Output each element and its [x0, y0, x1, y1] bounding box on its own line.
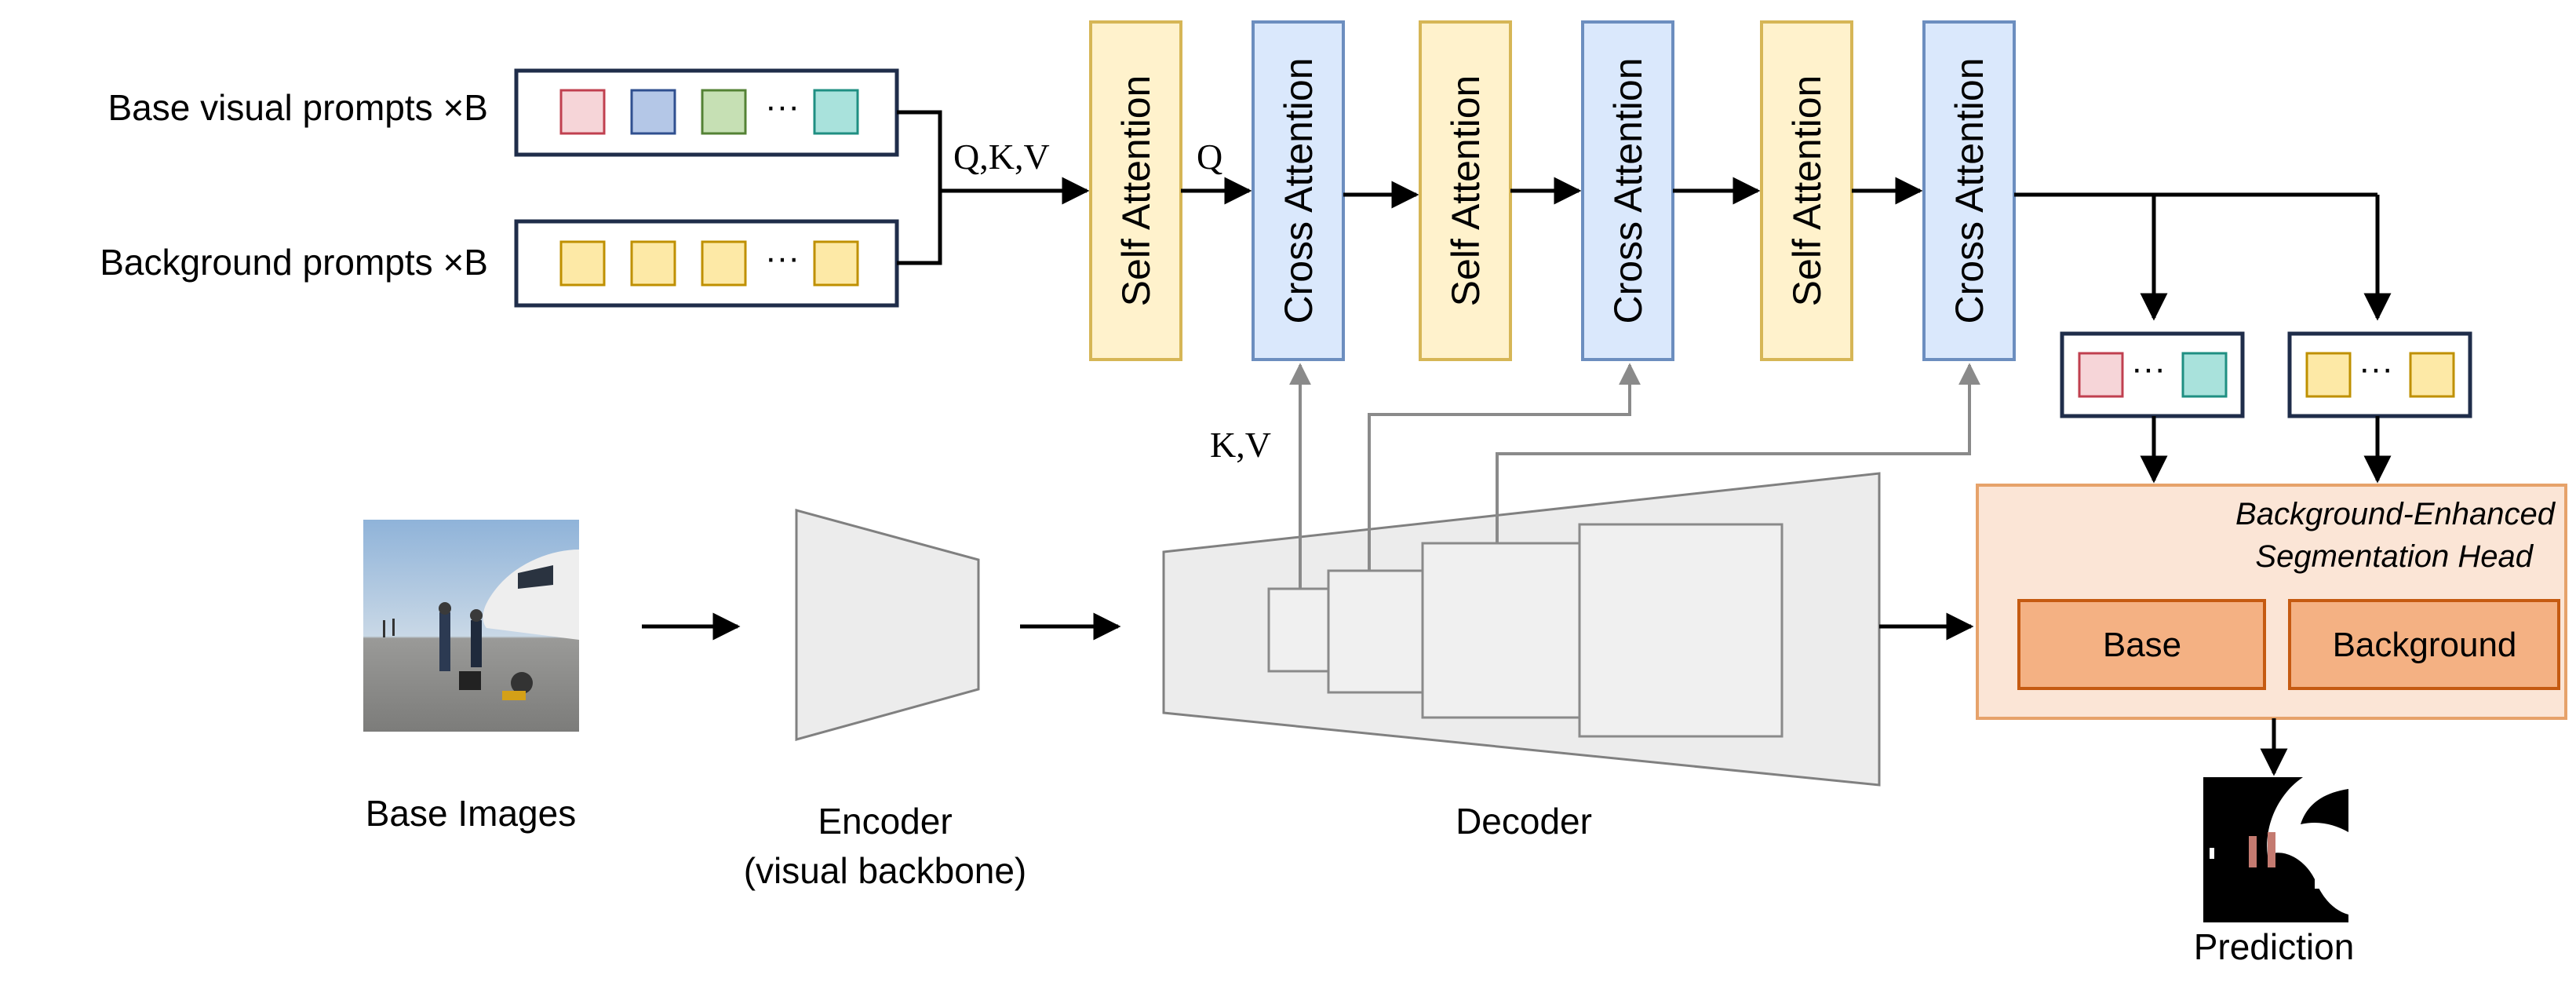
base-prompt-red	[559, 89, 606, 135]
cross-attention-label-3: Cross Attention	[1947, 57, 1991, 323]
head-background-box	[2288, 599, 2560, 690]
decoder-stage-2	[1327, 569, 1426, 694]
self-attention-block-1	[1089, 20, 1182, 361]
base-prompt-teal	[813, 89, 859, 135]
qkv-label: Q,K,V	[953, 137, 1050, 177]
bg-prompt-2	[630, 240, 676, 287]
head-base-label: Base	[2103, 626, 2181, 664]
base-output-ellipsis: ···	[2131, 349, 2166, 388]
cross-attention-label-2: Cross Attention	[1606, 57, 1650, 323]
base-output-red	[2078, 352, 2124, 398]
encoder-label: Encoder	[818, 801, 952, 842]
base-prompts-ellipsis: ···	[765, 87, 800, 126]
cross-attention-label-1: Cross Attention	[1277, 57, 1321, 323]
cross-attention-block-3	[1922, 20, 2016, 361]
base-prompts-label: Base visual prompts ×B	[107, 87, 488, 128]
bg-prompt-4	[813, 240, 859, 287]
decoder-label: Decoder	[1456, 801, 1592, 842]
decoder-stage-3	[1421, 542, 1581, 719]
head-base-box	[2017, 599, 2266, 690]
self-attention-label-2: Self Attention	[1444, 75, 1488, 307]
base-image	[363, 520, 579, 732]
bg-output-ellipsis: ···	[2359, 349, 2393, 388]
cross-attention-block-1	[1252, 20, 1345, 361]
bg-output-1	[2305, 352, 2352, 398]
kv-arrow-2	[1368, 363, 1641, 571]
bg-prompts-ellipsis: ···	[765, 239, 800, 277]
kv-label: K,V	[1210, 425, 1271, 465]
base-prompt-blue	[630, 89, 676, 135]
background-prompts-label: Background prompts ×B	[100, 242, 488, 283]
decoder-stage-1	[1267, 587, 1333, 673]
head-title-line1: Background-Enhanced	[2235, 497, 2556, 531]
encoder-sublabel: (visual backbone)	[744, 850, 1027, 891]
bg-prompt-3	[701, 240, 747, 287]
base-images-label: Base Images	[366, 793, 576, 834]
self-attention-block-3	[1760, 20, 1853, 361]
base-output-teal	[2181, 352, 2228, 398]
cross-attention-block-2	[1581, 20, 1674, 361]
self-attention-label-3: Self Attention	[1785, 75, 1829, 307]
q-label: Q	[1197, 137, 1222, 177]
prompt-join-bracket	[897, 110, 942, 265]
bg-prompt-1	[559, 240, 606, 287]
decoder-stage-4	[1578, 523, 1784, 738]
head-background-label: Background	[2333, 626, 2517, 664]
kv-arrow-3	[1496, 363, 1980, 543]
self-attention-block-2	[1419, 20, 1512, 361]
prediction-mask	[2203, 777, 2348, 922]
head-title-line2: Segmentation Head	[2255, 539, 2534, 574]
prediction-label: Prediction	[2194, 926, 2355, 967]
self-attention-label-1: Self Attention	[1114, 75, 1158, 307]
base-prompt-green	[701, 89, 747, 135]
bg-output-2	[2409, 352, 2455, 398]
encoder-trapezoid	[795, 509, 980, 741]
